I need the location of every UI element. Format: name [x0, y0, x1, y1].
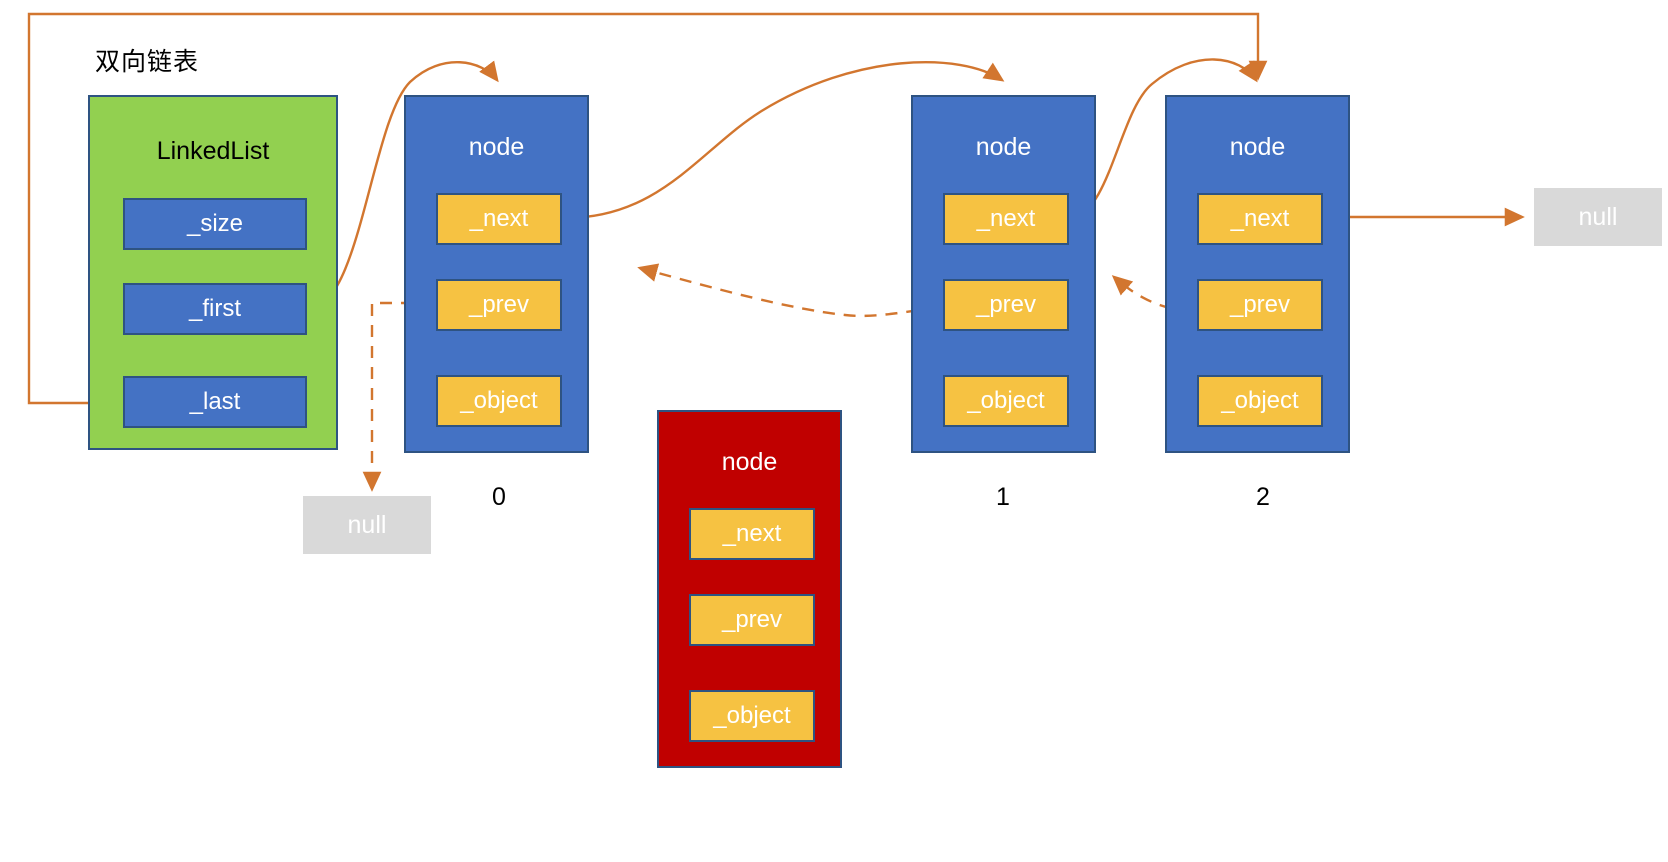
node-2-field-prev: _prev — [1197, 279, 1323, 331]
detached-node-field-object: _object — [689, 690, 815, 742]
node-0-index: 0 — [492, 483, 506, 511]
node-0-field-prev: _prev — [436, 279, 562, 331]
node-1-title: node — [975, 133, 1032, 161]
node-1-field-next: _next — [943, 193, 1069, 245]
node-2-title: node — [1229, 133, 1286, 161]
node-1-field-object: _object — [943, 375, 1069, 427]
node-box-detached: node _next _prev _object — [657, 410, 842, 768]
linkedlist-title: LinkedList — [156, 137, 270, 165]
diagram-title: 双向链表 — [95, 48, 200, 76]
node-0-field-object: _object — [436, 375, 562, 427]
linkedlist-box: LinkedList _size _first _last — [88, 95, 338, 450]
detached-node-field-prev: _prev — [689, 594, 815, 646]
node-0-field-next: _next — [436, 193, 562, 245]
node-2-field-object: _object — [1197, 375, 1323, 427]
node-box-1: node _next _prev _object — [911, 95, 1096, 453]
node-box-0: node _next _prev _object — [404, 95, 589, 453]
null-box-left: null — [303, 496, 431, 554]
node-0-title: node — [468, 133, 525, 161]
linkedlist-field-last: _last — [123, 376, 307, 428]
linkedlist-field-first: _first — [123, 283, 307, 335]
detached-node-field-next: _next — [689, 508, 815, 560]
node-1-field-prev: _prev — [943, 279, 1069, 331]
node-box-2: node _next _prev _object — [1165, 95, 1350, 453]
linkedlist-field-size: _size — [123, 198, 307, 250]
detached-node-title: node — [721, 448, 778, 476]
node-2-index: 2 — [1256, 483, 1270, 511]
node-2-field-next: _next — [1197, 193, 1323, 245]
node-1-index: 1 — [996, 483, 1010, 511]
null-box-right: null — [1534, 188, 1662, 246]
arrow-node1-prev-to-node0 — [637, 263, 940, 318]
